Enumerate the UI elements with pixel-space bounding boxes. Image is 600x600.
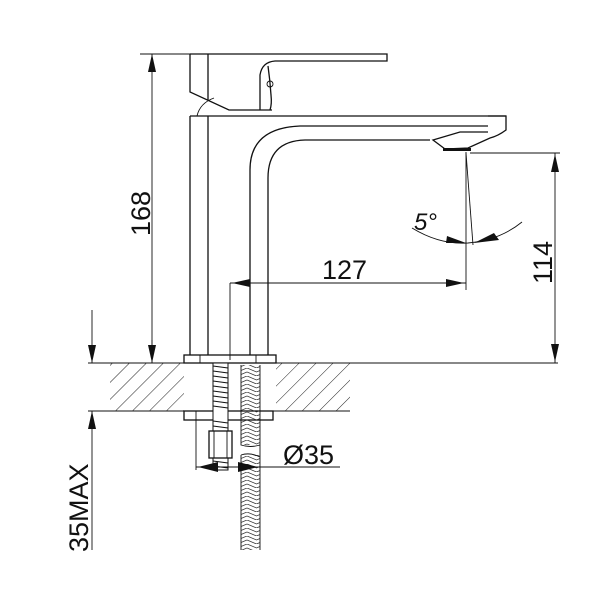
dimension-168-label: 168 — [126, 191, 156, 236]
faucet-body — [183, 53, 507, 421]
dimension-114-label: 114 — [528, 241, 558, 284]
dimension-35max-label: 35MAX — [64, 463, 94, 552]
dimension-spout-height: 114 — [470, 152, 560, 363]
dimension-overall-height: 168 — [126, 53, 190, 363]
mounting-stud — [208, 362, 233, 471]
dimension-spout-angle: 5° — [411, 152, 523, 246]
dimension-max-thickness: 35MAX — [64, 310, 153, 552]
dimension-spout-reach: 127 — [229, 152, 467, 360]
braided-hose — [240, 365, 261, 550]
dimension-127-label: 127 — [322, 255, 367, 285]
dimension-35-diameter-label: Ø35 — [283, 440, 334, 470]
angle-5-label: 5° — [414, 209, 437, 236]
countertop — [88, 362, 558, 412]
dimension-hole-diameter: Ø35 — [195, 411, 340, 472]
